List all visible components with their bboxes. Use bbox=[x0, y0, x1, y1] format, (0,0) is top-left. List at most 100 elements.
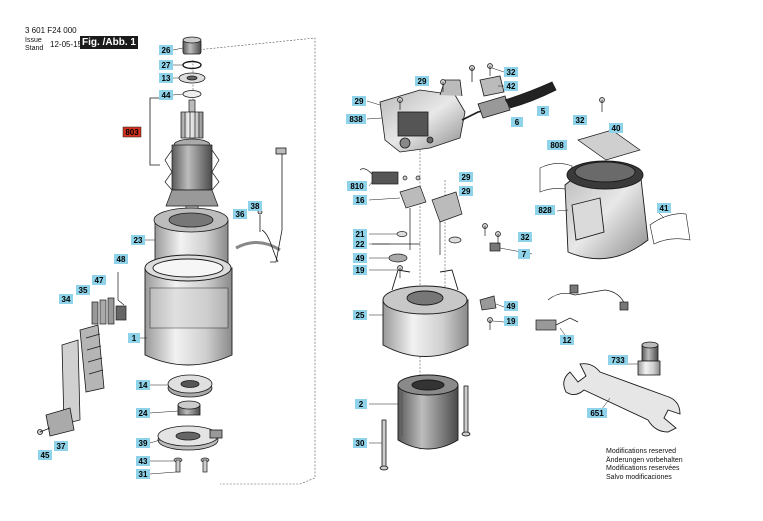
callout-44[interactable]: 44 bbox=[159, 90, 173, 100]
hood-828-part bbox=[564, 160, 649, 260]
callout-45[interactable]: 45 bbox=[38, 450, 52, 460]
callout-40[interactable]: 40 bbox=[609, 123, 623, 133]
note-line-es: Salvo modificaciones bbox=[606, 473, 672, 481]
callout-29-a-text: 29 bbox=[418, 77, 427, 86]
long-screws-30-part bbox=[379, 385, 471, 471]
callout-16-text: 16 bbox=[356, 196, 365, 205]
callout-22-text: 22 bbox=[356, 240, 365, 249]
callout-49-a-text: 49 bbox=[356, 254, 365, 263]
callout-39-text: 39 bbox=[139, 439, 148, 448]
stator-2-part bbox=[397, 374, 459, 450]
callout-31-text: 31 bbox=[139, 470, 148, 479]
callout-2[interactable]: 2 bbox=[355, 399, 367, 409]
callout-19-b-text: 19 bbox=[507, 317, 516, 326]
callout-27-text: 27 bbox=[162, 61, 171, 70]
callout-48-text: 48 bbox=[117, 255, 126, 264]
flange-39-part bbox=[157, 425, 223, 451]
washer-44-part bbox=[182, 90, 202, 98]
callout-22[interactable]: 22 bbox=[353, 239, 367, 249]
callout-25-text: 25 bbox=[356, 311, 365, 320]
callout-14[interactable]: 14 bbox=[136, 380, 150, 390]
callout-24-text: 24 bbox=[139, 409, 148, 418]
callout-37[interactable]: 37 bbox=[54, 441, 68, 451]
armature-part bbox=[164, 99, 220, 237]
callout-35[interactable]: 35 bbox=[76, 285, 90, 295]
callout-19-a-text: 19 bbox=[356, 266, 365, 275]
callout-48[interactable]: 48 bbox=[114, 254, 128, 264]
callout-1-text: 1 bbox=[132, 334, 137, 343]
callout-808[interactable]: 808 bbox=[547, 140, 567, 150]
callout-29-d-text: 29 bbox=[462, 187, 471, 196]
callout-38-text: 38 bbox=[251, 202, 260, 211]
motor-housing-25-part bbox=[382, 269, 469, 357]
callout-32-c-text: 32 bbox=[576, 116, 585, 125]
callout-838[interactable]: 838 bbox=[346, 114, 366, 124]
collet-733-part bbox=[637, 341, 661, 376]
brush-holder-part bbox=[91, 272, 127, 325]
leader-lines bbox=[140, 47, 665, 475]
small-parts-part bbox=[372, 223, 501, 330]
cover-41-part bbox=[649, 213, 691, 245]
callout-2-text: 2 bbox=[359, 400, 364, 409]
callout-49-a[interactable]: 49 bbox=[353, 253, 367, 263]
callout-31[interactable]: 31 bbox=[136, 469, 150, 479]
callout-36[interactable]: 36 bbox=[233, 209, 247, 219]
callout-41[interactable]: 41 bbox=[657, 203, 671, 213]
callout-32-b-text: 32 bbox=[521, 233, 530, 242]
callout-23[interactable]: 23 bbox=[131, 235, 145, 245]
callout-810[interactable]: 810 bbox=[347, 181, 367, 191]
callout-19-a[interactable]: 19 bbox=[353, 265, 367, 275]
callout-29-d[interactable]: 29 bbox=[459, 186, 473, 196]
note-line-en: Modifications reserved bbox=[606, 448, 677, 455]
callout-27[interactable]: 27 bbox=[159, 60, 173, 70]
callout-32-c[interactable]: 32 bbox=[573, 115, 587, 125]
callout-24[interactable]: 24 bbox=[136, 408, 150, 418]
callout-1[interactable]: 1 bbox=[128, 333, 140, 343]
callout-810-text: 810 bbox=[350, 182, 364, 191]
callout-828[interactable]: 828 bbox=[535, 205, 555, 215]
callout-25[interactable]: 25 bbox=[353, 310, 367, 320]
callout-733[interactable]: 733 bbox=[608, 355, 628, 365]
callout-6[interactable]: 6 bbox=[511, 117, 523, 127]
callout-32-b[interactable]: 32 bbox=[518, 232, 532, 242]
callout-5[interactable]: 5 bbox=[537, 106, 549, 116]
callout-803[interactable]: 803 bbox=[122, 126, 142, 138]
callout-16[interactable]: 16 bbox=[353, 195, 367, 205]
callout-42[interactable]: 42 bbox=[504, 81, 518, 91]
callout-651[interactable]: 651 bbox=[587, 408, 607, 418]
callout-47[interactable]: 47 bbox=[92, 275, 106, 285]
callout-29-c[interactable]: 29 bbox=[459, 172, 473, 182]
callout-29-b[interactable]: 29 bbox=[352, 96, 366, 106]
callout-37-text: 37 bbox=[57, 442, 66, 451]
callout-26[interactable]: 26 bbox=[159, 45, 173, 55]
callout-34-text: 34 bbox=[62, 295, 71, 304]
callout-21-text: 21 bbox=[356, 230, 365, 239]
cover-37-part bbox=[37, 407, 75, 437]
callout-38[interactable]: 38 bbox=[248, 201, 262, 211]
cap-part bbox=[182, 36, 202, 55]
callout-32-a[interactable]: 32 bbox=[504, 67, 518, 77]
callout-29-c-text: 29 bbox=[462, 173, 471, 182]
cable-5-part bbox=[461, 81, 557, 121]
document-number: 3 601 F24 000 bbox=[25, 26, 77, 35]
callout-49-b[interactable]: 49 bbox=[504, 301, 518, 311]
callout-13[interactable]: 13 bbox=[159, 73, 173, 83]
callout-39[interactable]: 39 bbox=[136, 438, 150, 448]
callout-7-text: 7 bbox=[522, 250, 527, 259]
callout-19-b[interactable]: 19 bbox=[504, 316, 518, 326]
callout-21[interactable]: 21 bbox=[353, 229, 367, 239]
callout-838-text: 838 bbox=[349, 115, 363, 124]
ring-24-part bbox=[177, 400, 201, 416]
callout-12[interactable]: 12 bbox=[560, 335, 574, 345]
callout-23-text: 23 bbox=[134, 236, 143, 245]
callout-30[interactable]: 30 bbox=[353, 438, 367, 448]
figure-label: Fig. /Abb. 1 bbox=[80, 36, 138, 49]
callout-34[interactable]: 34 bbox=[59, 294, 73, 304]
housing-1-part bbox=[144, 254, 233, 366]
callout-43[interactable]: 43 bbox=[136, 456, 150, 466]
wrench-651-part bbox=[563, 363, 681, 433]
callout-7[interactable]: 7 bbox=[518, 249, 530, 259]
callout-29-a[interactable]: 29 bbox=[415, 76, 429, 86]
callout-41-text: 41 bbox=[660, 204, 669, 213]
